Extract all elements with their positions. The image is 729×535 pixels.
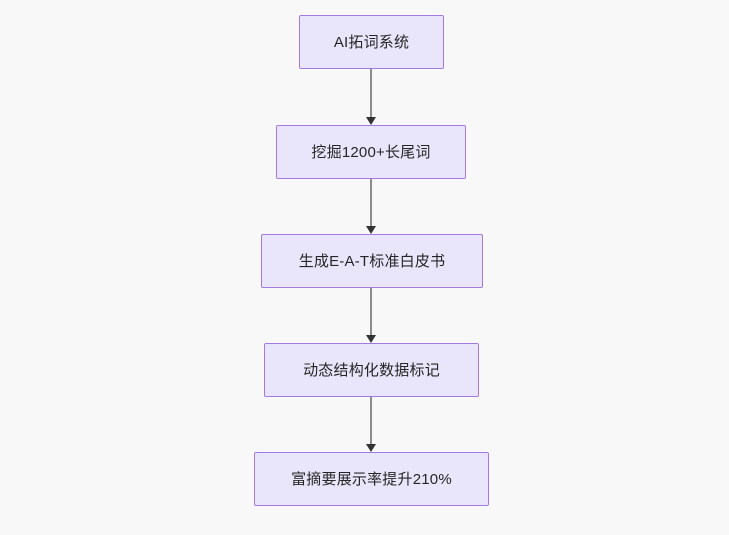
flow-connector-2-3 [370, 179, 372, 226]
flow-connector-1-2 [370, 69, 372, 117]
flow-node-label: 动态结构化数据标记 [303, 361, 440, 379]
flow-node-eat-whitepaper[interactable]: 生成E-A-T标准白皮书 [261, 234, 483, 288]
arrow-head-icon [365, 117, 376, 125]
flow-node-label: 富摘要展示率提升210% [291, 470, 452, 488]
flow-node-rich-snippet-result[interactable]: 富摘要展示率提升210% [254, 452, 489, 506]
flow-node-label: AI拓词系统 [333, 33, 410, 51]
flow-node-label: 挖掘1200+长尾词 [311, 143, 431, 161]
flow-node-label: 生成E-A-T标准白皮书 [298, 252, 446, 270]
arrow-head-icon [365, 444, 376, 452]
flow-node-structured-data-markup[interactable]: 动态结构化数据标记 [264, 343, 479, 397]
flow-connector-4-5 [370, 397, 372, 444]
flow-connector-3-4 [370, 288, 372, 335]
arrow-head-icon [365, 226, 376, 234]
flow-node-longtail-keywords[interactable]: 挖掘1200+长尾词 [276, 125, 466, 179]
arrow-head-icon [365, 335, 376, 343]
flow-node-ai-keyword-system[interactable]: AI拓词系统 [299, 15, 444, 69]
